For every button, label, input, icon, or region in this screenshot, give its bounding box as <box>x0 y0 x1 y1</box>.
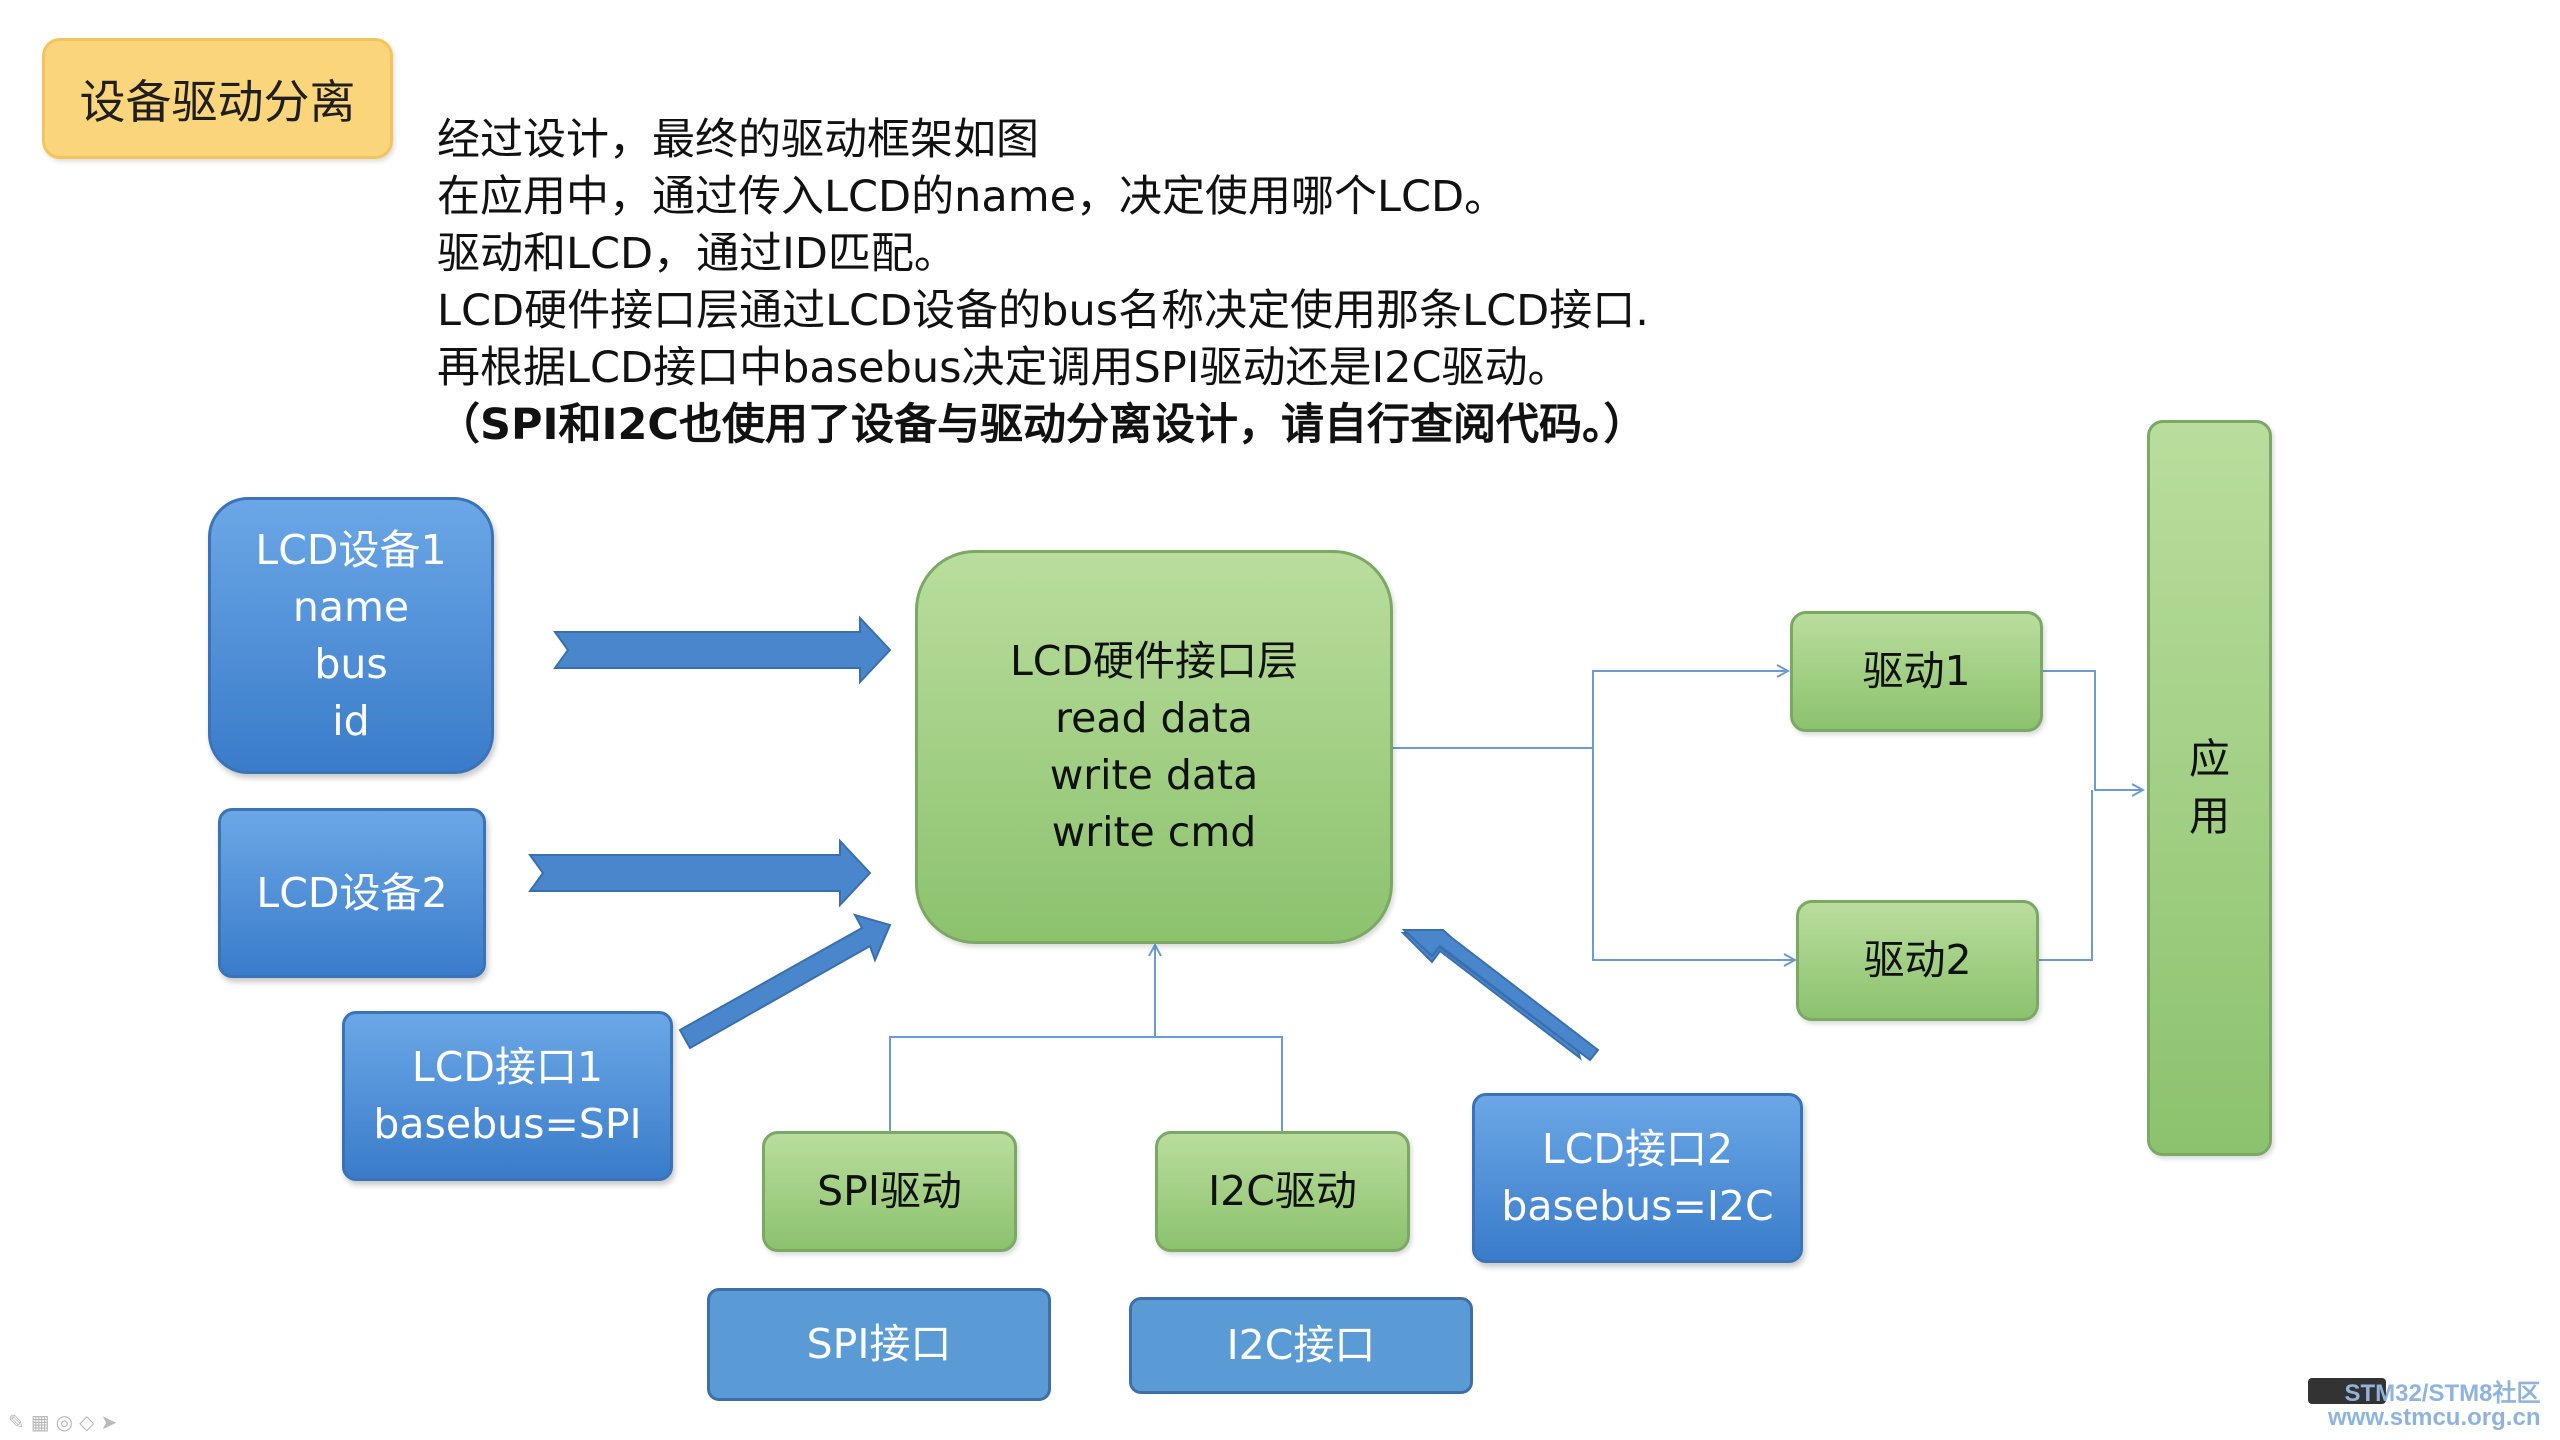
connector-spi-to-hw <box>889 945 1155 1133</box>
connector-driver1-to-app <box>2042 670 2143 790</box>
slide-toolbar[interactable]: ✎▦◎◇➤ <box>8 1410 123 1434</box>
watermark-line: STM32/STM8社区 <box>2344 1380 2541 1407</box>
pen-icon[interactable]: ✎ <box>8 1410 31 1434</box>
connector-i2c-to-hw <box>1155 1036 1283 1133</box>
lcd-device-1-field: id <box>332 696 370 745</box>
watermark-badge-icon <box>2308 1378 2386 1404</box>
connector-driver2-to-app <box>2037 790 2093 961</box>
spi-port: SPI接口 <box>707 1288 1051 1401</box>
spi-port-label: SPI接口 <box>806 1320 952 1368</box>
spi-driver: SPI驱动 <box>762 1131 1017 1252</box>
description-note: （SPI和I2C也使用了设备与驱动分离设计，请自行查阅代码。） <box>437 400 1647 450</box>
description-line: LCD硬件接口层通过LCD设备的bus名称决定使用那条LCD接口. <box>437 286 1649 336</box>
lcd-interface-1: LCD接口1 basebus=SPI <box>342 1011 673 1181</box>
arrow-device1-to-hw <box>553 615 892 685</box>
pointer-icon[interactable]: ➤ <box>100 1410 124 1434</box>
lcd-device-1: LCD设备1 name bus id <box>208 497 494 774</box>
watermark: STM32/STM8社区 www.stmcu.org.cn <box>2328 1382 2540 1430</box>
i2c-port: I2C接口 <box>1129 1297 1473 1394</box>
driver-2: 驱动2 <box>1796 900 2039 1021</box>
watermark-line: www.stmcu.org.cn <box>2328 1404 2541 1431</box>
i2c-driver: I2C驱动 <box>1155 1131 1410 1252</box>
lcd-interface-2: LCD接口2 basebus=I2C <box>1472 1093 1803 1263</box>
grid-icon[interactable]: ▦ <box>30 1410 56 1434</box>
application-label: 用 <box>2189 792 2230 840</box>
hw-layer-op: read data <box>1055 694 1253 742</box>
arrow-device2-to-hw <box>528 838 872 908</box>
lcd-device-1-label: LCD设备1 <box>255 525 447 574</box>
application: 应 用 <box>2147 420 2272 1156</box>
lcd-device-2-label: LCD设备2 <box>256 868 448 917</box>
i2c-driver-label: I2C驱动 <box>1208 1167 1357 1215</box>
lcd-hw-interface-layer: LCD硬件接口层 read data write data write cmd <box>915 550 1393 944</box>
spi-driver-label: SPI驱动 <box>817 1167 962 1215</box>
lcd-device-2: LCD设备2 <box>218 808 486 978</box>
lcd-interface-1-label: LCD接口1 <box>411 1043 604 1091</box>
application-label: 应 <box>2189 735 2230 783</box>
driver-1: 驱动1 <box>1790 611 2043 732</box>
eye-icon[interactable]: ◎ <box>55 1410 80 1434</box>
lcd-device-1-field: name <box>292 582 410 631</box>
lcd-interface-2-basebus: basebus=I2C <box>1501 1182 1774 1230</box>
slide-title: 设备驱动分离 <box>42 38 393 159</box>
description-line: 在应用中，通过传入LCD的name，决定使用哪个LCD。 <box>437 172 1508 222</box>
lcd-device-1-field: bus <box>314 639 388 688</box>
i2c-port-label: I2C接口 <box>1226 1321 1376 1369</box>
description-line: 驱动和LCD，通过ID匹配。 <box>437 229 957 279</box>
hw-layer-title: LCD硬件接口层 <box>1009 637 1299 685</box>
hw-layer-op: write cmd <box>1051 808 1257 856</box>
description-line: 再根据LCD接口中basebus决定调用SPI驱动还是I2C驱动。 <box>437 343 1571 393</box>
driver-1-label: 驱动1 <box>1862 647 1971 695</box>
connector-hw-to-driver1 <box>1392 671 1788 749</box>
lcd-interface-1-basebus: basebus=SPI <box>373 1100 642 1148</box>
tag-icon[interactable]: ◇ <box>79 1410 101 1434</box>
description: 经过设计，最终的驱动框架如图 在应用中，通过传入LCD的name，决定使用哪个L… <box>437 112 1837 454</box>
driver-2-label: 驱动2 <box>1863 936 1972 984</box>
lcd-interface-2-label: LCD接口2 <box>1541 1125 1734 1173</box>
description-line: 经过设计，最终的驱动框架如图 <box>437 115 1039 165</box>
connector-hw-to-driver2 <box>1592 748 1795 960</box>
arrow-iface1-to-hw <box>678 913 892 1050</box>
hw-layer-op: write data <box>1049 751 1259 799</box>
